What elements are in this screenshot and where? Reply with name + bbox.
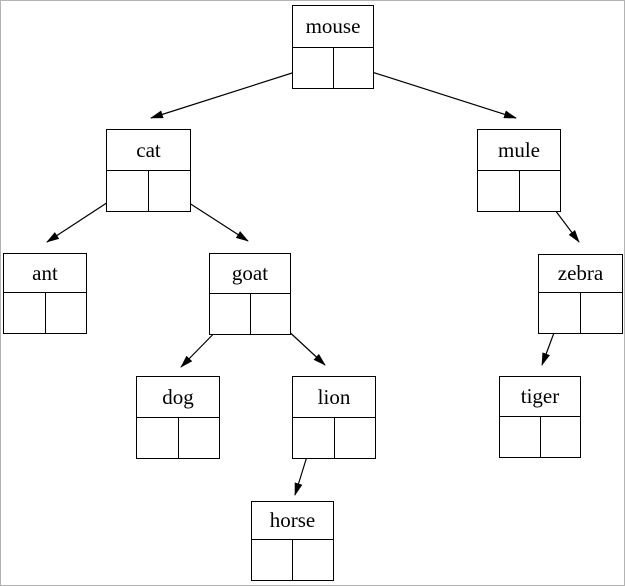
left-pointer-cell bbox=[4, 293, 46, 333]
tree-node-goat: goat bbox=[209, 253, 291, 335]
pointer-cells bbox=[252, 540, 333, 580]
pointer-cells bbox=[293, 418, 375, 458]
tree-node-horse: horse bbox=[251, 501, 334, 581]
left-pointer-cell bbox=[137, 418, 179, 458]
left-pointer-cell bbox=[293, 48, 334, 88]
right-pointer-cell bbox=[335, 418, 376, 458]
edge-mouse-right-to-mule bbox=[352, 65, 517, 119]
left-pointer-cell bbox=[252, 540, 293, 580]
right-pointer-cell bbox=[520, 171, 561, 211]
left-pointer-cell bbox=[539, 293, 581, 333]
node-label: cat bbox=[107, 130, 190, 171]
tree-node-dog: dog bbox=[136, 376, 220, 459]
right-pointer-cell bbox=[251, 294, 291, 334]
pointer-cells bbox=[210, 294, 290, 334]
edge-mouse-left-to-cat bbox=[150, 65, 315, 119]
node-label: ant bbox=[4, 254, 86, 293]
node-label: dog bbox=[137, 377, 219, 418]
node-label: lion bbox=[293, 377, 375, 418]
node-label: horse bbox=[252, 502, 333, 540]
node-label: zebra bbox=[539, 255, 622, 293]
pointer-cells bbox=[107, 171, 190, 211]
left-pointer-cell bbox=[293, 418, 335, 458]
right-pointer-cell bbox=[293, 540, 333, 580]
tree-node-mule: mule bbox=[477, 129, 561, 212]
tree-node-ant: ant bbox=[3, 253, 87, 334]
right-pointer-cell bbox=[581, 293, 622, 333]
right-pointer-cell bbox=[46, 293, 87, 333]
tree-node-tiger: tiger bbox=[499, 376, 581, 458]
left-pointer-cell bbox=[500, 417, 541, 457]
node-label: goat bbox=[210, 254, 290, 294]
node-label: mule bbox=[478, 130, 560, 171]
left-pointer-cell bbox=[210, 294, 251, 334]
pointer-cells bbox=[500, 417, 580, 457]
tree-node-cat: cat bbox=[106, 129, 191, 212]
left-pointer-cell bbox=[478, 171, 520, 211]
tree-node-lion: lion bbox=[292, 376, 376, 459]
right-pointer-cell bbox=[149, 171, 190, 211]
pointer-cells bbox=[4, 293, 86, 333]
tree-node-mouse: mouse bbox=[292, 5, 374, 89]
left-pointer-cell bbox=[107, 171, 149, 211]
right-pointer-cell bbox=[541, 417, 581, 457]
pointer-cells bbox=[539, 293, 622, 333]
right-pointer-cell bbox=[179, 418, 220, 458]
right-pointer-cell bbox=[334, 48, 374, 88]
pointer-cells bbox=[137, 418, 219, 458]
node-label: mouse bbox=[293, 6, 373, 48]
pointer-cells bbox=[478, 171, 560, 211]
tree-node-zebra: zebra bbox=[538, 254, 623, 334]
node-label: tiger bbox=[500, 377, 580, 417]
pointer-cells bbox=[293, 48, 373, 88]
